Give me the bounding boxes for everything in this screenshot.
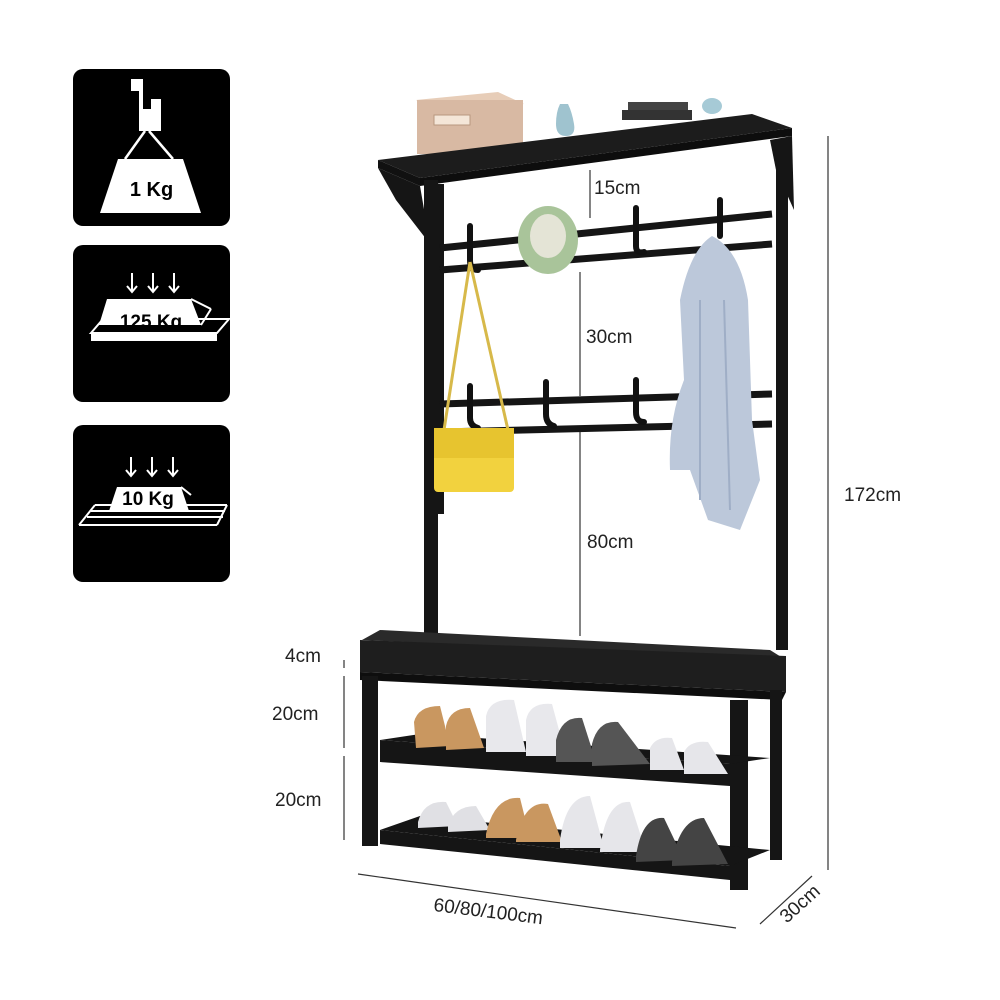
- handbag: [434, 261, 514, 492]
- shoes-lower: [418, 796, 728, 866]
- bench-seat: [360, 630, 786, 700]
- vase: [556, 104, 575, 136]
- hook-to-bench-dimension: 80cm: [587, 532, 634, 553]
- frame: [424, 150, 788, 650]
- hook-spacing-dimension: 30cm: [586, 327, 633, 348]
- hat: [518, 206, 578, 274]
- bench-load-badge: 125 Kg: [73, 245, 230, 402]
- seat-thickness-dimension: 4cm: [285, 646, 321, 667]
- storage-box: [416, 92, 524, 154]
- dimension-lines: [343, 136, 829, 929]
- shelf-load-badge: 10 Kg: [73, 425, 230, 582]
- books: [622, 98, 722, 120]
- bench-weight-icon: [88, 273, 230, 341]
- lower-shelf-gap-dimension: 20cm: [275, 790, 322, 811]
- hook-load-badge: 1 Kg: [73, 69, 230, 226]
- shelf-to-hook-dimension: 15cm: [594, 178, 641, 199]
- bench-load-label: 125 Kg: [119, 312, 183, 333]
- total-height-dimension: 172cm: [844, 485, 902, 506]
- upper-shelf-gap-dimension: 20cm: [272, 704, 319, 725]
- hook-load-label: 1 Kg: [129, 179, 174, 201]
- shoes-upper: [414, 699, 728, 774]
- hook-weight-icon: [100, 79, 201, 213]
- shirt: [669, 236, 760, 530]
- hooks: [467, 197, 723, 431]
- shelf-weight-icon: [78, 457, 228, 526]
- shelf-load-label: 10 Kg: [122, 489, 174, 510]
